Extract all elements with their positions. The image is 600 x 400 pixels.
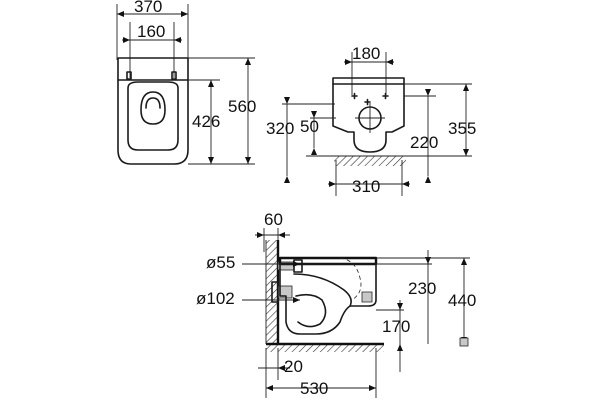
dim-label-bolt-spacing: 160: [137, 22, 165, 41]
side-view: 60 ø55 ø102 230: [196, 210, 476, 398]
dim-label-outlet-width: 310: [352, 177, 380, 196]
arrowhead: [369, 385, 376, 391]
arrowhead: [425, 176, 431, 183]
arrowhead: [311, 148, 317, 155]
fixing-hole-2: [382, 92, 389, 100]
arrowhead: [461, 258, 467, 265]
dim-label-inlet-height: 230: [408, 279, 436, 298]
dim-label-floor-offset: 20: [284, 357, 303, 376]
arrowhead: [402, 181, 409, 187]
floor-hatch: [334, 156, 406, 166]
outlet-flange: [271, 281, 279, 303]
dim-label-top-width: 180: [352, 44, 380, 63]
pan-outline-front: [332, 77, 405, 153]
arrowhead: [425, 89, 431, 96]
bowl-interior: [293, 273, 352, 307]
lid-open-arc: [339, 257, 362, 301]
arrowhead: [257, 232, 264, 238]
dim-label-right-upper: 355: [448, 119, 476, 138]
dim-label-outlet-height: 170: [382, 317, 410, 336]
arrowhead: [463, 84, 469, 91]
arrowhead: [425, 257, 431, 264]
arrowhead: [174, 37, 181, 43]
arrowhead: [311, 111, 317, 118]
floor-marker: [459, 337, 469, 347]
arrowhead: [345, 59, 352, 65]
arrowhead: [117, 11, 124, 17]
arrowhead: [245, 58, 251, 65]
arrowhead: [397, 344, 403, 351]
seat-opening: [127, 81, 179, 151]
arrowhead: [266, 385, 273, 391]
dim-label-rim-height: 440: [448, 291, 476, 310]
arrowhead: [463, 149, 469, 156]
dim-label-right-lower: 220: [410, 133, 438, 152]
arrowhead: [278, 232, 285, 238]
dim-label-inlet-dia: ø55: [206, 253, 235, 272]
fixing-hole-1: [351, 92, 358, 100]
arrowhead: [293, 261, 300, 267]
arrowhead: [208, 80, 214, 87]
arrowhead: [278, 365, 285, 371]
arrowhead: [123, 37, 130, 43]
arrowhead: [293, 297, 300, 303]
outlet-rim: [145, 97, 161, 109]
arrowhead: [329, 181, 336, 187]
arrowhead: [245, 157, 251, 164]
top-view: 370 160 560 426: [116, 0, 256, 165]
pan-outline-top: [117, 57, 189, 165]
arrowhead: [386, 59, 393, 65]
trap-path: [295, 293, 327, 328]
front-view: 180 320 50 310: [266, 44, 476, 196]
dim-label-length: 560: [228, 97, 256, 116]
hinge-bolt-left: [126, 71, 132, 80]
arrowhead: [284, 176, 290, 183]
dim-label-bowl-length: 426: [192, 112, 220, 131]
arrowhead: [208, 157, 214, 164]
bowl-water-surface: [140, 91, 166, 125]
fixing-hole-3: [364, 98, 371, 106]
fixing-holes: [351, 92, 389, 106]
dim-label-overall-width: 370: [134, 0, 162, 16]
arrowhead: [181, 11, 188, 17]
dim-label-outlet-height: 50: [300, 117, 319, 136]
arrowhead: [284, 97, 290, 104]
dim-label-wall-offset: 60: [264, 210, 283, 229]
dim-label-depth: 530: [300, 379, 328, 398]
front-foot: [361, 291, 373, 303]
pan-outline-side: [279, 263, 377, 335]
dim-label-left-height: 320: [266, 119, 294, 138]
dim-label-outlet-dia: ø102: [196, 289, 235, 308]
hinge-bolt-right: [171, 71, 177, 80]
floor-hatch: [266, 344, 384, 352]
arrowhead: [397, 303, 403, 310]
